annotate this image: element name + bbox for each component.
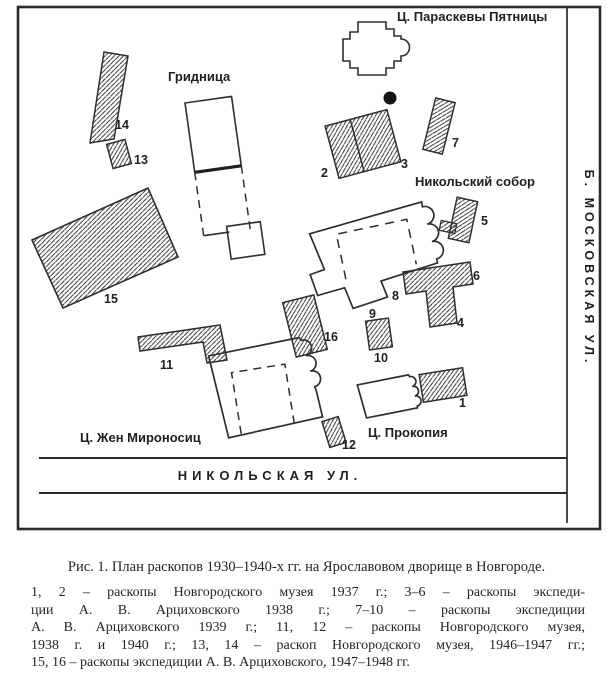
map-frame [16, 5, 602, 531]
excavation-area-5 [447, 196, 479, 244]
legend-line: А. В. Арциховского 1939 г.; 11, 12 – рас… [31, 620, 585, 635]
excavation-area-4-6-8 [402, 261, 474, 328]
church-paraskeva-outline [342, 21, 411, 76]
legend-line: 15, 16 – раскопы экспедиции А. В. Арцихо… [31, 655, 410, 670]
excavation-label-12: 12 [342, 438, 356, 452]
legend-line: 1938 г. и 1940 г.; 13, 14 – раскоп Новго… [31, 637, 585, 653]
excavation-area-14 [89, 51, 129, 144]
excavation-label-4: 4 [457, 316, 464, 330]
label-church-prokopiya: Ц. Прокопия [368, 425, 448, 440]
label-street-nikolskaya: НИКОЛЬСКАЯ УЛ. [178, 468, 363, 483]
label-nikolsky-cathedral: Никольский собор [415, 174, 535, 189]
label-street-moskovskaya: Б. МОСКОВСКАЯ УЛ. [582, 170, 596, 367]
excavation-area-15 [30, 186, 180, 310]
excavation-area-1 [418, 366, 468, 404]
excavation-label-10: 10 [374, 351, 388, 365]
dot-marker [383, 91, 397, 105]
legend-line: ции А. В. Арциховского 1938 г.; 7–10 – р… [31, 602, 585, 618]
excavation-area-7 [421, 96, 457, 156]
legend-line: 1, 2 – раскопы Новгородского музея 1937 … [31, 585, 585, 600]
building-nikolsky-cathedral [308, 200, 445, 310]
excavation-label-14: 14 [115, 118, 129, 132]
excavation-area-13 [105, 138, 133, 170]
excavation-label-15: 15 [104, 292, 118, 306]
label-gridnitsa: Гридница [168, 69, 231, 84]
excavation-label-7: 7 [452, 136, 459, 150]
excavation-area-2-3 [324, 108, 402, 180]
excavation-label-2: 2 [321, 166, 328, 180]
excavation-area-12 [320, 415, 348, 449]
excavation-area-16 [281, 294, 329, 358]
excavation-label-13: 13 [134, 153, 148, 167]
excavation-label-6: 6 [473, 269, 480, 283]
excavation-label-9: 9 [369, 307, 376, 321]
building-gridnitsa [184, 95, 266, 260]
figure-caption: Рис. 1. План раскопов 1930–1940-х гг. на… [67, 559, 546, 575]
excavation-plan-map: 1 2 3 4 5 6 7 8 9 10 11 12 13 14 15 16 Ц… [16, 5, 602, 531]
building-prokopiya-church [356, 373, 422, 419]
label-church-paraskeva: Ц. Параскевы Пятницы [397, 9, 547, 24]
label-church-mironosits: Ц. Жен Мироносиц [80, 430, 201, 445]
figure-legend: 1, 2 – раскопы Новгородского музея 1937 … [31, 584, 585, 672]
excavation-label-3: 3 [401, 157, 408, 171]
excavation-label-1: 1 [459, 396, 466, 410]
excavation-area-9-10 [364, 317, 394, 351]
excavation-label-5: 5 [481, 214, 488, 228]
excavation-label-11: 11 [160, 358, 173, 372]
excavation-area-11 [137, 324, 228, 364]
excavation-label-16: 16 [324, 330, 338, 344]
excavation-label-8: 8 [392, 289, 399, 303]
